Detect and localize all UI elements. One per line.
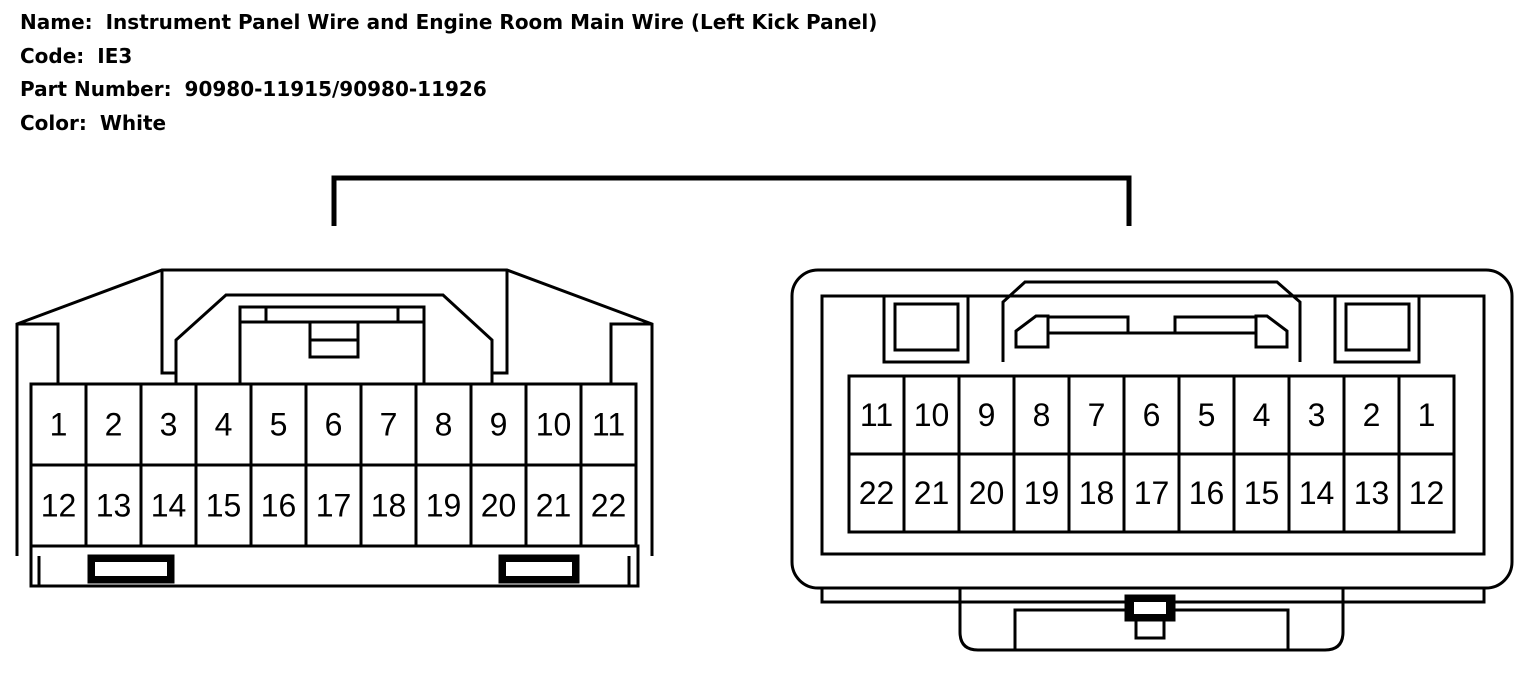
name-label: Name: xyxy=(20,10,93,34)
left-connector-body xyxy=(15,268,654,588)
left-pin-label: 5 xyxy=(270,407,288,443)
right-pin-label: 6 xyxy=(1143,397,1161,433)
color-label: Color: xyxy=(20,110,87,135)
right-pin-label: 17 xyxy=(1134,475,1170,511)
part-number-row: Part Number: 90980-11915/90980-11926 xyxy=(20,73,877,107)
color-value: White xyxy=(99,110,167,135)
right-pin-label: 3 xyxy=(1308,397,1326,433)
left-pin-label: 4 xyxy=(215,407,233,443)
right-pin-label: 22 xyxy=(859,475,895,511)
code-label: Code: xyxy=(20,43,85,68)
left-pin-label: 13 xyxy=(96,488,132,524)
left-pin-label: 7 xyxy=(380,407,398,443)
color-row: Color: White xyxy=(20,107,877,141)
left-pin-label: 11 xyxy=(592,407,625,443)
right-pin-label: 19 xyxy=(1024,475,1060,511)
left-pin-label: 18 xyxy=(371,488,407,524)
part-number-value: 90980-11915/90980-11926 xyxy=(184,77,487,101)
left-pin-label: 3 xyxy=(160,407,178,443)
right-pin-label: 8 xyxy=(1033,397,1051,433)
right-pin-label: 18 xyxy=(1079,475,1115,511)
left-pin-label: 9 xyxy=(490,407,508,443)
left-pin-label: 12 xyxy=(41,488,77,524)
left-pin-label: 6 xyxy=(325,407,343,443)
code-row: Code: IE3 xyxy=(20,40,877,74)
right-pin-label: 7 xyxy=(1088,397,1106,433)
right-pin-label: 5 xyxy=(1198,397,1216,433)
right-pin-label: 21 xyxy=(914,475,950,511)
right-pin-label: 16 xyxy=(1189,475,1225,511)
right-pin-label: 1 xyxy=(1418,397,1436,433)
right-pin-cavity xyxy=(1397,452,1456,534)
pairing-bracket xyxy=(331,175,1132,226)
left-pin-label: 8 xyxy=(435,407,453,443)
right-pin-label: 20 xyxy=(969,475,1005,511)
right-pin-label: 11 xyxy=(860,397,893,433)
left-pin-label: 19 xyxy=(426,488,462,524)
left-pin-label: 2 xyxy=(105,407,123,443)
left-pin-label: 20 xyxy=(481,488,517,524)
name-value: Instrument Panel Wire and Engine Room Ma… xyxy=(105,10,878,34)
left-pin-label: 21 xyxy=(536,488,572,524)
left-pin-label: 15 xyxy=(206,488,242,524)
left-pin-label: 10 xyxy=(536,407,572,443)
right-connector-body xyxy=(790,268,1514,652)
left-pin-label: 16 xyxy=(261,488,297,524)
connector-info: Name: Instrument Panel Wire and Engine R… xyxy=(20,6,877,140)
right-pin-label: 2 xyxy=(1363,397,1381,433)
left-pin-label: 14 xyxy=(151,488,187,524)
right-pin-label: 12 xyxy=(1409,475,1445,511)
left-pin-label: 17 xyxy=(316,488,352,524)
code-value: IE3 xyxy=(97,43,133,68)
right-pin-label: 15 xyxy=(1244,475,1280,511)
right-pin-label: 14 xyxy=(1299,475,1335,511)
left-pin-label: 1 xyxy=(50,407,68,443)
right-pin-label: 4 xyxy=(1253,397,1271,433)
part-number-label: Part Number: xyxy=(20,77,172,101)
right-pin-label: 9 xyxy=(978,397,996,433)
right-pin-label: 10 xyxy=(914,397,950,433)
right-pin-label: 13 xyxy=(1354,475,1390,511)
left-pin-cavity xyxy=(579,463,638,548)
name-row: Name: Instrument Panel Wire and Engine R… xyxy=(20,6,877,40)
left-pin-label: 22 xyxy=(591,488,627,524)
